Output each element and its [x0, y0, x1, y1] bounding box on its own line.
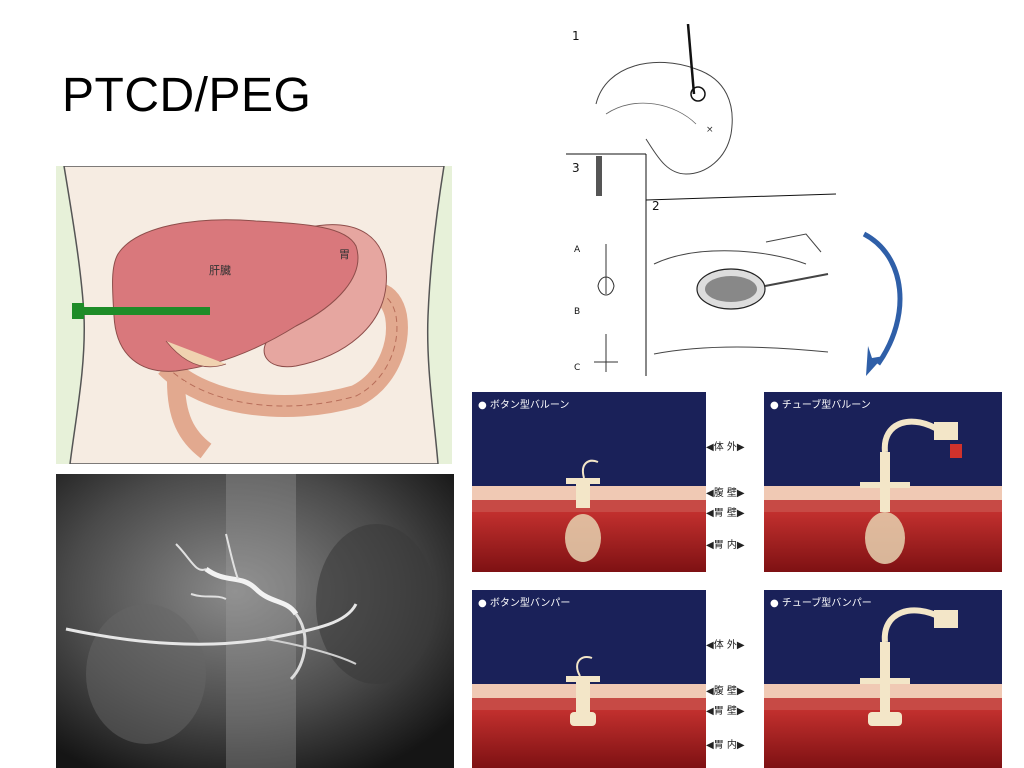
drainage-tube-hub — [72, 303, 84, 319]
liver-label: 肝臓 — [209, 264, 231, 277]
step-number-3: 3 — [572, 161, 580, 175]
step-number-1: 1 — [572, 29, 580, 43]
sub-label-a: A — [574, 245, 581, 255]
curved-arrow-icon — [856, 226, 912, 384]
layer-label-stomach-wall: ◀胃 壁▶ — [706, 506, 745, 519]
drainage-tube — [78, 307, 210, 315]
peg-panel-tube-balloon: ● チューブ型バルーン — [764, 392, 1002, 572]
sub-label-c: C — [574, 363, 580, 373]
peg-panel-tube-bumper: ● チューブ型バンパー — [764, 590, 1002, 768]
peg-line-drawing: 1 × 3 2 A B C — [566, 24, 838, 376]
layer-label-stomach-wall-b: ◀胃 壁▶ — [706, 704, 745, 717]
stomach-label: 胃 — [339, 248, 350, 261]
slide-title: PTCD/PEG — [62, 69, 312, 122]
layer-label-abdominal-wall: ◀腹 壁▶ — [706, 486, 745, 499]
layer-label-abdominal-wall-b: ◀腹 壁▶ — [706, 684, 745, 697]
svg-text:×: × — [706, 125, 714, 135]
step-number-2: 2 — [652, 199, 660, 213]
peg-types-figure: ● ボタン型バルーン ● チューブ型バルーン ● ボタン型バンパー — [472, 392, 1002, 768]
peg-label-button-balloon: ● ボタン型バルーン — [478, 398, 569, 411]
peg-panel-button-bumper: ● ボタン型バンパー — [472, 590, 706, 768]
peg-label-button-bumper: ● ボタン型バンパー — [478, 596, 570, 609]
peg-label-tube-bumper: ● チューブ型バンパー — [770, 596, 872, 609]
layer-label-stomach-lumen-b: ◀胃 内▶ — [706, 738, 745, 751]
peg-label-tube-balloon: ● チューブ型バルーン — [770, 398, 871, 411]
layer-label-outside-b: ◀体 外▶ — [706, 639, 745, 651]
layer-label-outside: ◀体 外▶ — [706, 441, 745, 453]
layer-labels-bottom: ◀体 外▶ ◀腹 壁▶ ◀胃 壁▶ ◀胃 内▶ — [706, 639, 745, 751]
xray-cholangiogram — [56, 474, 454, 768]
layer-labels-top: ◀体 外▶ ◀腹 壁▶ ◀胃 壁▶ ◀胃 内▶ — [706, 441, 745, 551]
liver-ptcd-illustration: 肝臓 胃 — [56, 166, 452, 464]
sub-label-b: B — [574, 307, 580, 317]
peg-panel-button-balloon: ● ボタン型バルーン — [472, 392, 706, 572]
layer-label-stomach-lumen: ◀胃 内▶ — [706, 538, 745, 551]
